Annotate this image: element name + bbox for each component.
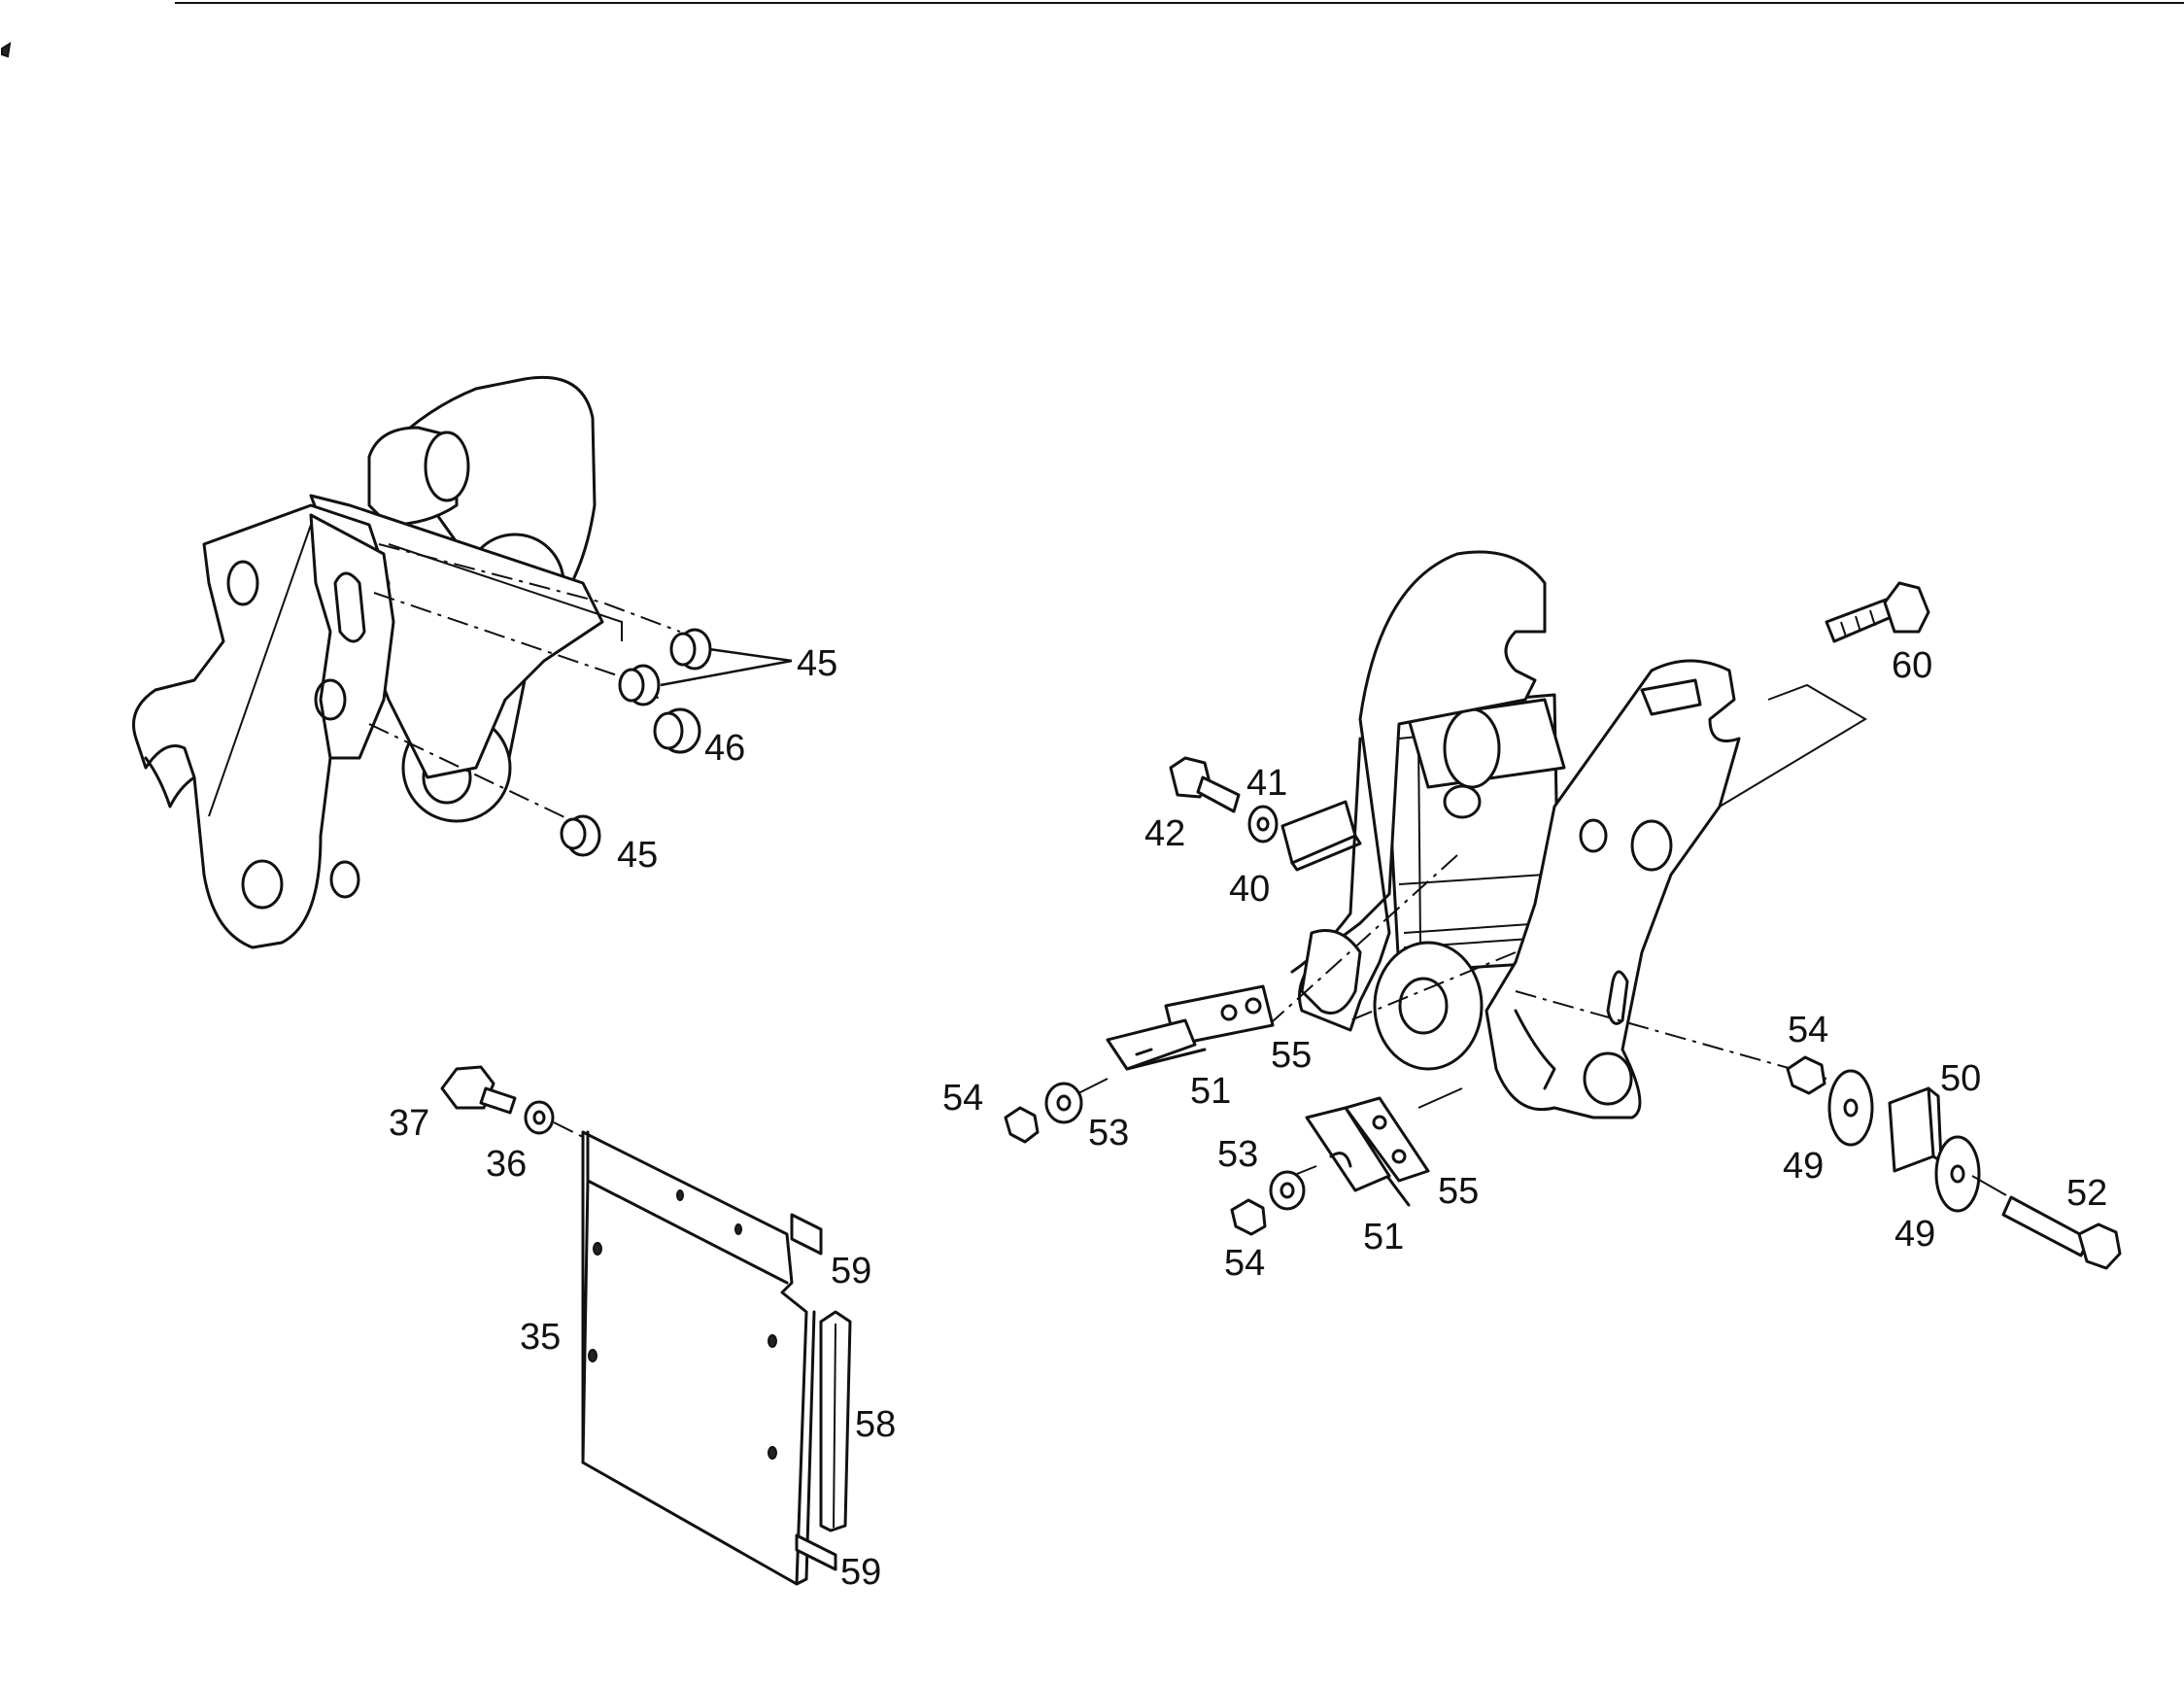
plate-51-lower: [1305, 1106, 1391, 1192]
label-49-upper: 49: [1783, 1146, 1824, 1187]
label-55-lower: 55: [1438, 1171, 1479, 1212]
right-frame-assembly: [1262, 550, 1867, 1119]
label-35: 35: [520, 1317, 561, 1358]
label-41: 41: [1246, 763, 1287, 804]
label-54-left: 54: [942, 1078, 983, 1119]
label-46: 46: [704, 728, 745, 769]
label-53-left: 53: [1088, 1113, 1129, 1153]
nut-54-right: [1786, 1055, 1826, 1095]
label-45-upper: 45: [797, 643, 837, 684]
bolt-42: [1169, 756, 1241, 813]
label-36: 36: [486, 1144, 527, 1185]
nut-54-lower: [1230, 1198, 1267, 1236]
plug-45-middle: [618, 664, 661, 706]
plug-46: [653, 707, 701, 754]
speck-mark: [0, 41, 12, 58]
label-40: 40: [1229, 869, 1270, 910]
label-45-lower: 45: [617, 835, 658, 876]
washer-53-lower: [1269, 1170, 1306, 1211]
plate-40: [1280, 800, 1362, 872]
washer-53-left: [1044, 1082, 1083, 1124]
strip-59-upper: [790, 1213, 823, 1256]
label-60: 60: [1892, 645, 1932, 686]
washer-49-lower: [1934, 1135, 1981, 1213]
label-54-lower: 54: [1224, 1243, 1265, 1284]
plug-45-upper: [669, 628, 712, 671]
washer-36: [524, 1100, 555, 1135]
shim-55-lower: [1339, 1096, 1430, 1207]
axis-bolt-52: [1971, 1175, 2007, 1196]
label-37: 37: [389, 1103, 429, 1144]
bar-58: [819, 1310, 852, 1532]
callout-labels: 45 46 45 60 41 42 40 55 51 54 53 54 50 4…: [389, 643, 2107, 1593]
strip-59-lower: [795, 1533, 837, 1571]
label-51-upper: 51: [1190, 1071, 1231, 1112]
axis-bolt-37: [553, 1121, 594, 1143]
label-51-lower: 51: [1363, 1217, 1404, 1257]
label-50: 50: [1940, 1058, 1981, 1099]
label-53-lower: 53: [1217, 1134, 1258, 1175]
plug-45-lower: [560, 814, 601, 857]
label-55-upper: 55: [1271, 1035, 1312, 1076]
label-54-right: 54: [1788, 1010, 1828, 1050]
cover-panel-35: [581, 1130, 816, 1586]
label-59-lower: 59: [840, 1552, 881, 1593]
spacer-50: [1888, 1086, 1943, 1173]
nut-54-left: [1004, 1106, 1040, 1144]
leader-45-upper: [660, 647, 793, 687]
bolt-37: [440, 1065, 517, 1115]
label-42: 42: [1144, 813, 1185, 854]
plate-51-upper: [1106, 1018, 1207, 1071]
bolt-52: [2001, 1195, 2122, 1270]
label-59-upper: 59: [831, 1251, 871, 1291]
bolt-60: [1825, 581, 1930, 643]
label-58: 58: [855, 1404, 896, 1445]
washer-41: [1247, 805, 1279, 844]
label-49-lower: 49: [1894, 1214, 1935, 1255]
label-52: 52: [2066, 1173, 2107, 1214]
washer-49-upper: [1827, 1069, 1874, 1147]
left-bracket-assembly: [132, 375, 681, 949]
